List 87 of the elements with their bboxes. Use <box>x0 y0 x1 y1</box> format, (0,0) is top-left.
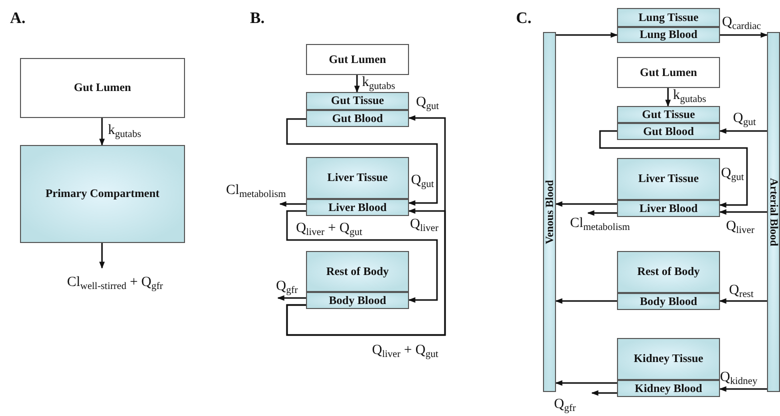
edge-label: Q$_{gut}$ <box>411 174 434 188</box>
flow-arrow <box>556 32 618 38</box>
edge-label: Q$_{gut}$ <box>721 167 744 181</box>
flow-arrow <box>555 201 617 207</box>
compartment-label: Arterial Blood <box>768 178 780 246</box>
compartment-box <box>617 380 720 397</box>
edge-label: Cl$_{metabolism}$ <box>226 184 286 198</box>
edge-label: Q$_{kidney}$ <box>720 371 758 385</box>
compartment-box <box>306 251 409 292</box>
compartment-label: Primary Compartment <box>45 188 160 200</box>
compartment-label: Liver Blood <box>639 202 698 214</box>
compartment-box <box>617 293 720 310</box>
compartment-label: Gut Blood <box>332 112 383 124</box>
edge-label: Q$_{liver}$ + Q$_{gut}$ <box>296 222 362 236</box>
panel-letter: B. <box>250 10 265 28</box>
flow-arrow <box>354 75 360 93</box>
compartment-label: Rest of Body <box>637 266 700 278</box>
edge-label: Cl$_{metabolism}$ <box>570 217 630 231</box>
flow-arrow <box>277 295 306 301</box>
flow-arrow <box>279 201 306 207</box>
compartment-label: Rest of Body <box>326 266 389 278</box>
compartment-box <box>20 58 185 118</box>
compartment-label: Kidney Tissue <box>634 353 704 365</box>
compartment-box <box>617 106 720 123</box>
flow-arrow <box>555 380 617 386</box>
edge-label: Q$_{gfr}$ <box>554 398 576 412</box>
flow-arrow <box>99 243 105 269</box>
compartment-label: Body Blood <box>640 296 698 308</box>
compartment-label: Body Blood <box>328 294 386 306</box>
edge-label: k$_{gutabs}$ <box>108 124 142 138</box>
compartment-label: Lung Tissue <box>638 12 698 24</box>
flow-arrow <box>587 210 617 216</box>
compartment-label: Gut Tissue <box>331 95 384 107</box>
compartment-box <box>306 92 409 110</box>
compartment-box <box>306 199 409 216</box>
edge-label: Q$_{gut}$ <box>416 96 439 110</box>
compartment-box <box>617 27 720 43</box>
compartment-label: Gut Lumen <box>640 66 698 78</box>
edge-label: Q$_{cardiac}$ <box>722 16 761 30</box>
blood-pool-bar <box>543 32 556 392</box>
flow-arrow <box>720 32 768 38</box>
edge-label: k$_{gutabs}$ <box>673 89 706 103</box>
compartment-label: Gut Blood <box>643 126 694 138</box>
flow-label: Q$_{liver}$ + Q$_{gut}$ <box>372 344 438 358</box>
compartment-box <box>617 123 720 140</box>
edge-label: Q$_{gut}$ <box>733 112 756 126</box>
flow-arrow <box>99 118 105 146</box>
flow-arrow <box>286 210 438 303</box>
compartment-label: Venous Blood <box>544 180 556 244</box>
compartment-box <box>306 292 409 309</box>
compartment-label: Gut Lumen <box>328 54 386 66</box>
flow-arrow <box>599 130 748 208</box>
compartment-box <box>617 8 720 27</box>
edge-label: Q$_{liver}$ <box>726 220 754 234</box>
flow-arrow <box>555 298 617 304</box>
compartment-box <box>617 158 720 200</box>
flow-arrow <box>286 208 446 336</box>
compartment-box <box>617 200 720 217</box>
flow-arrow <box>719 128 767 134</box>
compartment-label: Liver Tissue <box>638 173 699 185</box>
edge-label: Q$_{rest}$ <box>729 284 754 298</box>
compartment-box <box>306 157 409 199</box>
compartment-box <box>617 251 720 293</box>
edge-label: Q$_{liver}$ <box>410 218 438 232</box>
compartment-box <box>20 145 185 243</box>
flow-arrow <box>719 298 767 304</box>
compartment-label: Gut Tissue <box>642 108 695 120</box>
compartment-box <box>617 57 720 88</box>
panel-letter: C. <box>516 10 532 28</box>
flow-arrow <box>719 209 767 215</box>
compartment-label: Gut Lumen <box>74 82 132 94</box>
compartment-box <box>617 338 720 380</box>
compartment-box <box>306 44 409 75</box>
flow-arrow <box>286 118 438 206</box>
edge-label: Cl$_{well-stirred}$ + Q$_{gfr}$ <box>67 276 164 290</box>
compartment-label: Liver Blood <box>328 202 387 214</box>
compartment-label: Liver Tissue <box>327 172 388 184</box>
compartment-label: Lung Blood <box>640 29 698 41</box>
blood-pool-bar <box>767 32 780 392</box>
flow-arrow <box>665 88 671 107</box>
flow-arrow <box>719 386 767 392</box>
panel-letter: A. <box>10 10 26 28</box>
edge-label: k$_{gutabs}$ <box>362 76 396 90</box>
edge-label: Q$_{gfr}$ <box>276 280 298 294</box>
compartment-box <box>306 110 409 127</box>
flow-arrow <box>591 390 617 396</box>
compartment-label: Kidney Blood <box>634 382 702 394</box>
